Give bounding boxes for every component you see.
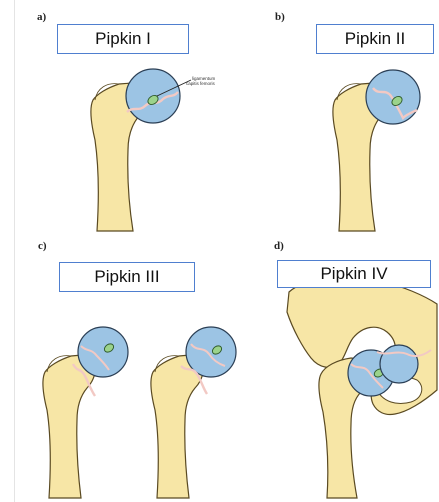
femur-shaft-right [151, 354, 204, 498]
panel-title-d: Pipkin IV [277, 260, 431, 288]
panel-d: d) Pipkin IV [227, 240, 439, 502]
acetabular-fragment [380, 345, 418, 383]
panel-a: a) Pipkin I ligamentum capitis femoris [15, 0, 227, 240]
femur-illustration-b [227, 0, 439, 240]
femoral-head-left [78, 327, 128, 377]
femur-shaft-left [43, 354, 96, 498]
figure-frame: a) Pipkin I ligamentum capitis femoris b… [14, 0, 439, 502]
femur-illustration-c [15, 240, 227, 502]
panel-title-text-d: Pipkin IV [320, 264, 387, 284]
panel-b: b) Pipkin II [227, 0, 439, 240]
femur-illustration-a [15, 0, 227, 240]
panel-c: c) Pipkin III [15, 240, 227, 502]
